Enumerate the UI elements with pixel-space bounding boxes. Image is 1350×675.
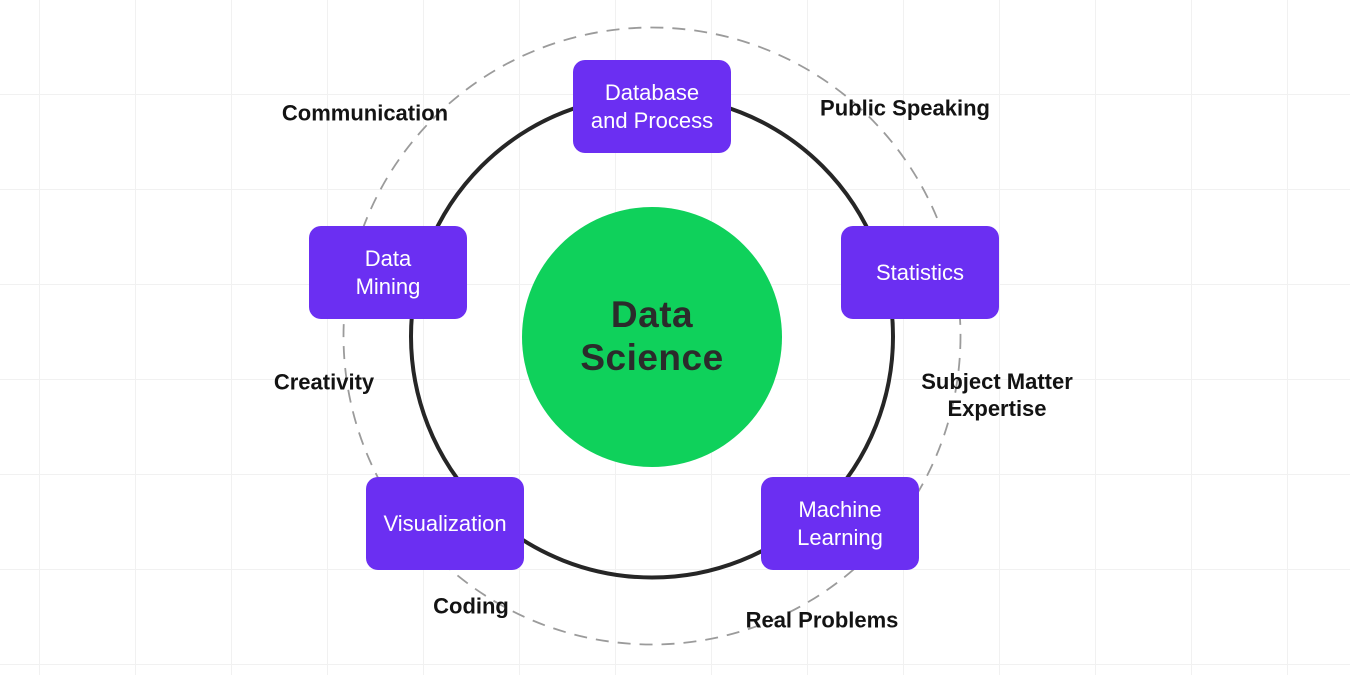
center-label-line2: Science <box>580 337 724 378</box>
skill-node-label: Machine Learning <box>797 497 883 550</box>
outer-label-creativity: Creativity <box>273 369 375 395</box>
skill-node-machine-learning: Machine Learning <box>761 477 919 570</box>
skill-node-label: Visualization <box>383 510 507 536</box>
outer-label-coding: Coding <box>433 593 509 619</box>
outer-label-public-speaking: Public Speaking <box>820 95 990 121</box>
skill-node-statistics: Statistics <box>841 226 999 319</box>
skill-node-label: Data Mining <box>355 246 421 299</box>
skill-node-data-mining: Data Mining <box>309 226 467 319</box>
outer-label-real-problems: Real Problems <box>745 607 899 633</box>
skill-node-label: Database and Process <box>590 80 714 133</box>
skill-node-visualization: Visualization <box>366 477 524 570</box>
center-node-label: Data Science <box>580 294 723 379</box>
skill-node-database-and-process: Database and Process <box>573 60 731 153</box>
outer-dashed-ring <box>342 26 962 646</box>
center-label-line1: Data <box>610 294 694 336</box>
outer-label-communication: Communication <box>281 100 449 126</box>
skill-node-label: Statistics <box>875 259 965 285</box>
outer-label-subject-matter-expertise: Subject Matter Expertise <box>921 369 1073 421</box>
center-node-data-science: Data Science <box>522 207 782 467</box>
